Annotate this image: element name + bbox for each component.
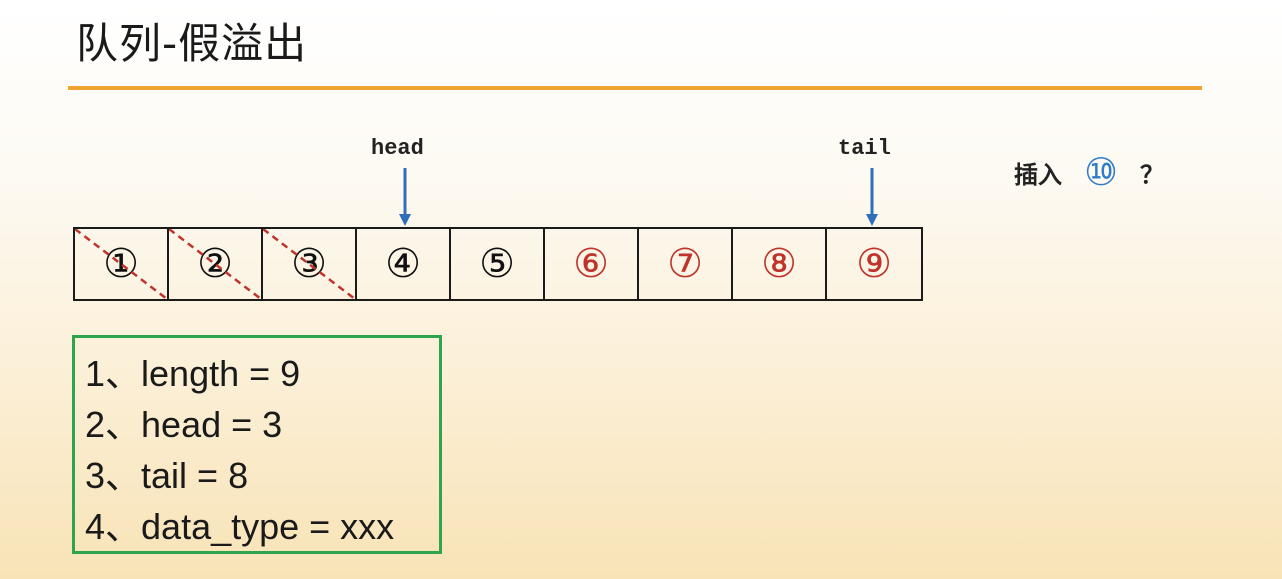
queue-cell-value: ② [197,241,233,287]
queue-cell-value: ⑦ [667,241,703,287]
queue-cell-value: ⑧ [761,241,797,287]
queue-cell-value: ⑨ [856,241,892,287]
removed-strike-line [169,229,261,299]
queue-cell: ⑦ [639,229,733,299]
queue-cell-value: ③ [291,241,327,287]
property-line: 1、length = 9 [85,353,301,394]
queue-cell-value: ④ [385,241,421,287]
head-pointer-label: head [371,136,424,161]
queue-cell: ⑨ [827,229,921,299]
property-line: 2、head = 3 [85,404,283,445]
queue-cell: ② [169,229,263,299]
head-arrow-icon [399,168,411,226]
queue-cell-value: ① [103,241,139,287]
queue-cell: ④ [357,229,451,299]
insert-question-mark: ？ [1140,160,1165,189]
insert-item: ⑩ [1084,150,1119,194]
queue-properties-box: 1、length = 9 2、head = 3 3、tail = 8 4、data_t… [72,335,442,554]
queue-cell: ① [75,229,169,299]
queue-cell: ⑤ [451,229,545,299]
removed-strike-line [263,229,355,299]
insert-label: 插入 [1014,160,1062,189]
queue-cell-value: ⑤ [479,241,515,287]
insert-prompt: 插入 ⑩ ？ [1014,150,1164,194]
property-line: 3、tail = 8 [85,455,249,496]
queue-cell: ③ [263,229,357,299]
queue-array: ① ② ③ ④ ⑤ ⑥ ⑦ ⑧ ⑨ [73,227,923,301]
queue-cell: ⑧ [733,229,827,299]
removed-strike-line [75,229,167,299]
tail-arrow-icon [866,168,878,226]
queue-cell-value: ⑥ [573,241,609,287]
page-title: 队列-假溢出 [76,19,308,68]
property-line: 4、data_type = xxx [85,506,395,547]
title-divider [68,86,1202,90]
tail-pointer-label: tail [838,136,891,161]
queue-cell: ⑥ [545,229,639,299]
